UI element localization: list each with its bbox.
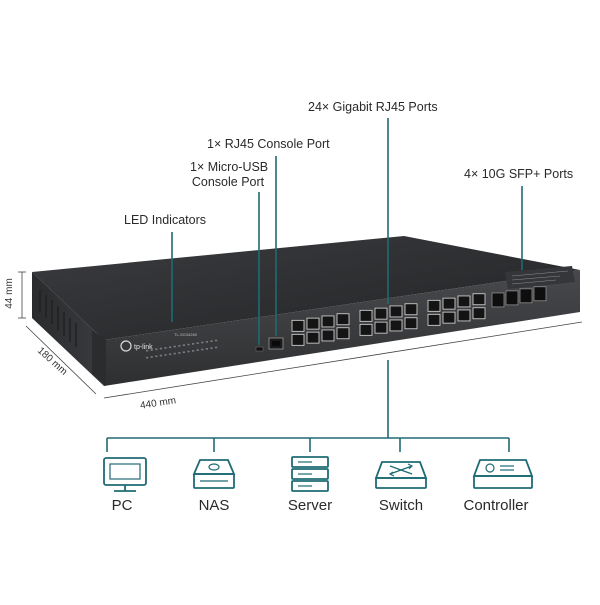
led-dot bbox=[192, 350, 195, 352]
switch-left-side bbox=[32, 272, 104, 386]
led-dot bbox=[215, 339, 218, 342]
led-dot bbox=[155, 348, 158, 351]
callout-console-port: 1× RJ45 Console Port bbox=[207, 137, 330, 151]
rj45-port bbox=[321, 315, 335, 328]
sfp-port bbox=[491, 292, 505, 308]
rj45-port bbox=[427, 313, 441, 326]
logo-text: tp-link bbox=[134, 344, 153, 351]
rj45-port bbox=[374, 321, 388, 334]
led-dot bbox=[159, 347, 162, 350]
sfp-port bbox=[533, 286, 547, 302]
device-label-server: Server bbox=[287, 497, 333, 514]
rj45-port bbox=[291, 333, 305, 346]
led-dot bbox=[173, 352, 176, 355]
rj45-port bbox=[472, 307, 486, 320]
rj45-port bbox=[359, 323, 373, 336]
led-dot bbox=[146, 349, 149, 352]
led-dot bbox=[169, 353, 172, 356]
rj45-port bbox=[336, 313, 350, 326]
led-dot bbox=[215, 346, 218, 349]
callout-usb-line2: Console Port bbox=[191, 175, 265, 189]
callout-usb-console: 1× Micro-USB Console Port bbox=[190, 160, 269, 190]
sfp-port bbox=[505, 290, 519, 306]
led-dot bbox=[201, 348, 204, 351]
led-dot bbox=[164, 347, 167, 349]
dim-line-width bbox=[103, 321, 583, 399]
callout-lines bbox=[171, 118, 523, 345]
led-dot bbox=[205, 341, 208, 343]
pc-icon bbox=[103, 457, 147, 492]
led-dot bbox=[201, 341, 204, 344]
rj45-port bbox=[404, 317, 418, 330]
rj45-port-array bbox=[291, 293, 486, 346]
dim-height-label: 44 mm bbox=[3, 278, 15, 309]
device-label-nas: NAS bbox=[198, 497, 230, 514]
rj45-port bbox=[359, 309, 373, 322]
led-dot bbox=[146, 356, 149, 359]
switch-rack-ear bbox=[92, 330, 106, 386]
sfp-port-array bbox=[491, 286, 547, 308]
led-dot bbox=[159, 354, 162, 357]
led-dot bbox=[173, 345, 176, 348]
led-dot bbox=[178, 345, 181, 347]
rj45-port bbox=[374, 307, 388, 320]
model-text: TL-SG3428X bbox=[174, 332, 198, 337]
dimension-lines bbox=[18, 271, 583, 399]
switch-top-surface bbox=[32, 236, 580, 340]
led-dot bbox=[182, 351, 185, 354]
nas-icon bbox=[192, 459, 236, 489]
rj45-port bbox=[336, 327, 350, 340]
rj45-port bbox=[306, 317, 320, 330]
sfp-port bbox=[519, 288, 533, 304]
led-dot bbox=[164, 354, 167, 356]
rj45-port bbox=[291, 319, 305, 332]
rj45-port bbox=[389, 305, 403, 318]
dim-line-depth bbox=[25, 325, 97, 395]
led-dot bbox=[192, 343, 195, 345]
led-dot bbox=[187, 343, 190, 346]
rj45-port bbox=[321, 329, 335, 342]
callout-usb-line1: 1× Micro-USB bbox=[190, 160, 269, 174]
rj45-port bbox=[404, 303, 418, 316]
led-dot bbox=[205, 348, 208, 350]
rj45-port bbox=[457, 309, 471, 322]
led-dot bbox=[155, 355, 158, 358]
callout-led-indicators: LED Indicators bbox=[124, 213, 206, 227]
device-label-controller: Controller bbox=[463, 497, 529, 514]
led-dot bbox=[169, 346, 172, 349]
rj45-port bbox=[427, 299, 441, 312]
device-label-switch: Switch bbox=[378, 497, 424, 514]
led-dot bbox=[150, 349, 153, 351]
rj45-port bbox=[457, 295, 471, 308]
led-dot bbox=[196, 342, 199, 344]
connection-bracket bbox=[106, 360, 510, 452]
device-label-pc: PC bbox=[111, 497, 133, 514]
callout-sfp-ports: 4× 10G SFP+ Ports bbox=[464, 167, 574, 181]
rj45-port bbox=[389, 319, 403, 332]
led-indicator-panel bbox=[146, 339, 218, 359]
rj45-port bbox=[472, 293, 486, 306]
rj45-port bbox=[442, 297, 456, 310]
led-dot bbox=[187, 350, 190, 353]
led-dot bbox=[182, 344, 185, 347]
switch-label-text bbox=[511, 270, 569, 285]
led-dot bbox=[150, 356, 153, 358]
controller-icon bbox=[472, 459, 534, 489]
tp-link-logo: tp-link bbox=[120, 340, 153, 352]
led-dot bbox=[196, 349, 199, 351]
vent-slots bbox=[39, 290, 77, 347]
callout-rj45-ports: 24× Gigabit RJ45 Ports bbox=[308, 100, 438, 114]
server-icon bbox=[291, 456, 329, 492]
switch-icon bbox=[374, 461, 428, 489]
micro-usb-console-port bbox=[255, 346, 264, 352]
led-dot bbox=[210, 340, 213, 342]
rj45-console-socket bbox=[272, 341, 280, 346]
rj45-port bbox=[442, 311, 456, 324]
switch-device: tp-link TL-SG3428X bbox=[32, 236, 580, 386]
led-dot bbox=[210, 347, 213, 349]
led-dot bbox=[178, 352, 181, 354]
rj45-port bbox=[306, 331, 320, 344]
